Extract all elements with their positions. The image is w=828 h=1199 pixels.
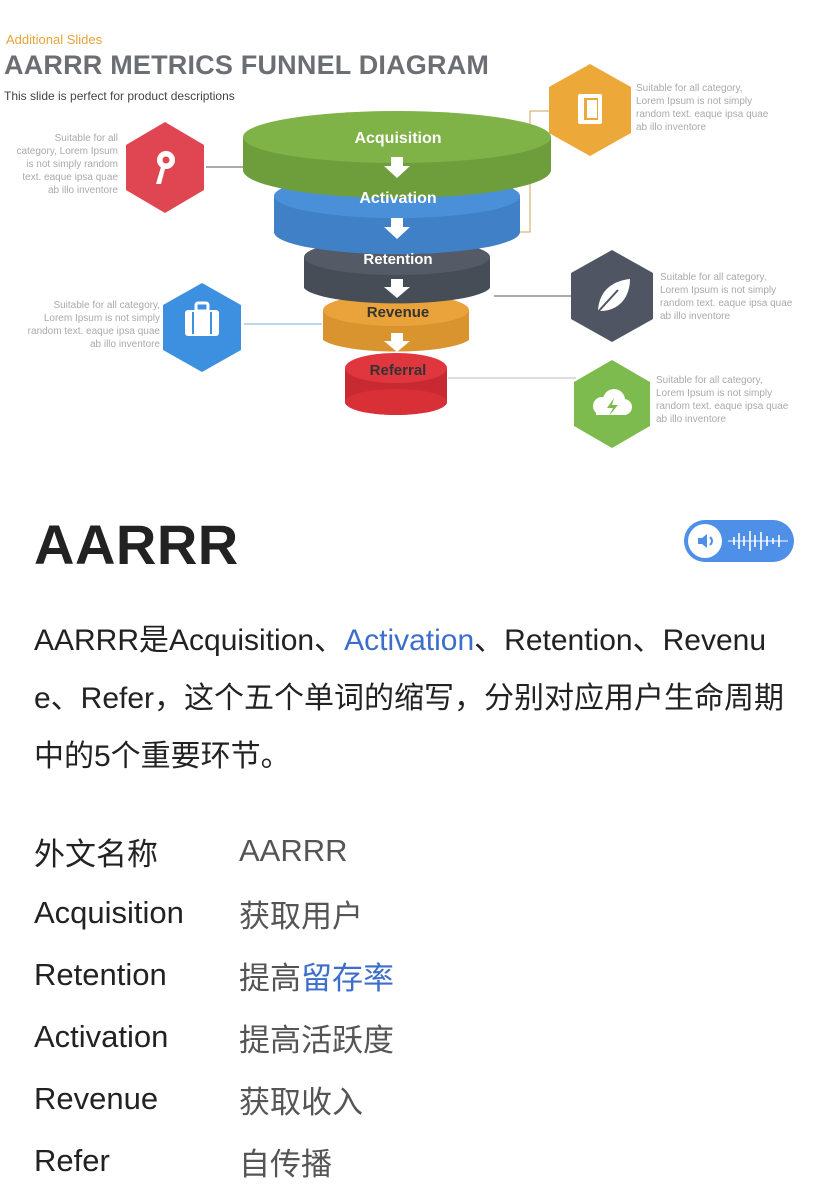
info-value: AARRR: [239, 833, 348, 868]
waveform-icon: [728, 531, 788, 551]
book-icon: [549, 64, 631, 156]
stage-label-revenue: Revenue: [367, 304, 430, 321]
funnel-diagram-image[interactable]: Additional Slides AARRR METRICS FUNNEL D…: [0, 0, 828, 470]
activation-link[interactable]: Activation: [344, 624, 475, 657]
info-row-foreign-name: 外文名称 AARRR: [34, 820, 794, 882]
info-value: 获取收入: [239, 1084, 363, 1120]
note-left-bottom: Suitable for all category,Lorem Ipsum is…: [27, 300, 160, 350]
note-right-mid: Suitable for all category,Lorem Ipsum is…: [660, 272, 793, 322]
audio-play-button[interactable]: [684, 520, 794, 562]
note-right-bottom: Suitable for all category,Lorem Ipsum is…: [656, 375, 789, 425]
note-right-top: Suitable for all category,Lorem Ipsum is…: [636, 83, 769, 133]
info-value-text: 提高: [239, 960, 301, 996]
info-row-retention: Retention 提高留存率: [34, 944, 794, 1006]
info-box: 外文名称 AARRR Acquisition 获取用户 Retention 提高…: [34, 820, 794, 1192]
self-propagation-link[interactable]: 自传播: [239, 1146, 332, 1182]
funnel-graphic: Acquisition Activation Retention Revenue…: [126, 64, 653, 448]
retention-rate-link[interactable]: 留存率: [301, 960, 394, 996]
funnel-stage-referral: [345, 353, 447, 415]
entry-title: AARRR: [34, 513, 239, 576]
slide-tag: Additional Slides: [6, 32, 103, 47]
stage-label-activation: Activation: [359, 190, 436, 207]
stage-label-retention: Retention: [363, 251, 432, 268]
cloud-bolt-icon: [574, 360, 650, 448]
info-key: 外文名称: [34, 836, 158, 872]
info-value: 提高留存率: [239, 953, 394, 998]
info-row-refer: Refer 自传播: [34, 1130, 794, 1192]
stage-label-acquisition: Acquisition: [354, 130, 441, 147]
info-key: Retention: [34, 957, 167, 992]
info-key: Refer: [34, 1143, 110, 1178]
info-key: Revenue: [34, 1081, 159, 1116]
info-row-activation: Activation 提高活跃度: [34, 1006, 794, 1068]
funnel-stage-acquisition: [243, 111, 551, 198]
info-row-acquisition: Acquisition 获取用户: [34, 882, 794, 944]
entry-description: AARRR是Acquisition、Activation、Retention、R…: [34, 612, 794, 786]
briefcase-icon: [163, 283, 241, 372]
slide-subtitle: This slide is perfect for product descri…: [4, 89, 235, 103]
info-value: 获取用户: [239, 898, 363, 934]
info-key: Activation: [34, 1019, 169, 1054]
info-key: Acquisition: [34, 895, 184, 930]
speaker-icon: [688, 524, 722, 558]
info-value: 提高活跃度: [239, 1022, 394, 1058]
key-icon: [126, 122, 204, 213]
desc-text-1: AARRR是Acquisition、: [34, 624, 345, 657]
desc-text-2: 、Retention、Revenue、Refer，这个五个单词的缩写，分别对应用…: [34, 624, 785, 773]
stage-label-referral: Referral: [370, 362, 427, 379]
leaf-icon: [571, 250, 653, 342]
info-row-revenue: Revenue 获取收入: [34, 1068, 794, 1130]
slide-title: AARRR METRICS FUNNEL DIAGRAM: [4, 50, 490, 80]
